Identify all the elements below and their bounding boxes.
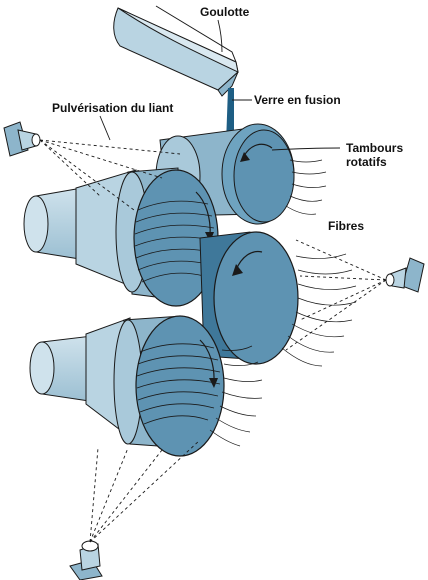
rotation-arrow-icon <box>199 339 215 383</box>
spray-nozzle-bottom <box>69 540 103 580</box>
spray-nozzle-right <box>385 257 425 293</box>
spray-nozzle-left <box>3 121 41 157</box>
fibre-strands <box>209 159 357 447</box>
label-drums-line2: rotatifs <box>346 155 387 169</box>
label-binder-spray: Pulvérisation du liant <box>52 101 173 115</box>
upper-left-spinner <box>23 167 219 307</box>
label-chute: Goulotte <box>200 5 250 19</box>
leader-lines <box>99 19 341 151</box>
lower-spinner <box>29 315 225 457</box>
middle-right-drum <box>199 231 299 365</box>
label-molten-glass: Verre en fusion <box>254 93 341 107</box>
label-drums-line1: Tambours <box>346 141 403 155</box>
rotation-arrow-icon <box>243 143 273 157</box>
chute <box>113 5 239 97</box>
label-fibres: Fibres <box>328 219 364 233</box>
spray-lines <box>39 139 387 543</box>
rotation-arrow-icon <box>195 191 211 237</box>
